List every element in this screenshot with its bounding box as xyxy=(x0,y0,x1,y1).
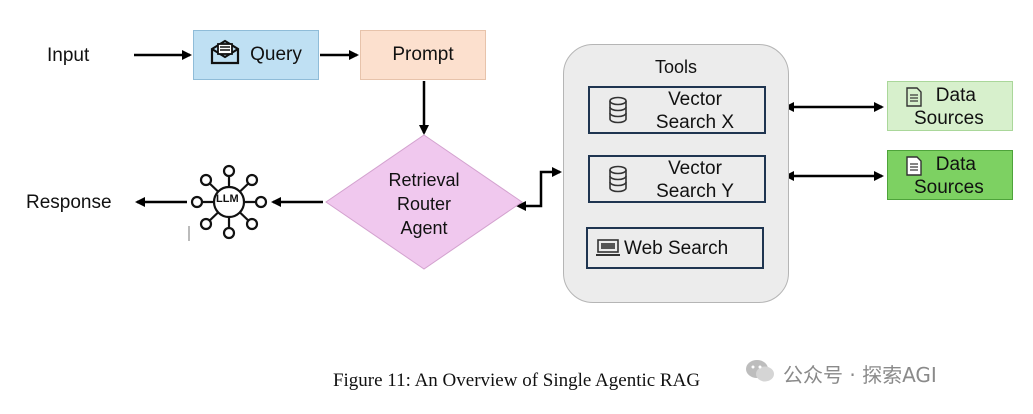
source-line: Sources xyxy=(914,177,984,198)
router-diamond xyxy=(325,134,523,270)
web-search-label: Web Search xyxy=(624,238,729,259)
tools-panel: Tools Vector Search X xyxy=(563,44,789,303)
tool-line: Vector xyxy=(668,89,722,110)
watermark: 公众号 · 探索AGI xyxy=(745,358,937,388)
web-search-tool: Web Search xyxy=(586,227,764,269)
arrow-router-tools xyxy=(516,167,562,211)
figure-caption: Figure 11: An Overview of Single Agentic… xyxy=(332,370,701,391)
source-line: Sources xyxy=(914,108,984,129)
vector-search-x: Vector Search X xyxy=(588,86,766,134)
envelope-icon xyxy=(210,39,240,71)
router-line: Retrieval xyxy=(388,170,460,190)
tool-line: Search X xyxy=(655,112,735,133)
database-icon xyxy=(608,165,628,199)
router-line: Agent xyxy=(400,218,448,238)
llm-label: LLM xyxy=(216,193,239,205)
router-label: Retrieval Router Agent xyxy=(364,168,484,240)
vector-search-y: Vector Search Y xyxy=(588,155,766,203)
document-icon xyxy=(906,87,922,113)
monitor-icon xyxy=(596,239,620,263)
prompt-box: Prompt xyxy=(360,30,486,80)
source-line: Data xyxy=(935,85,976,106)
network-icon xyxy=(190,164,268,240)
watermark-text: 公众号 · 探索AGI xyxy=(783,362,937,387)
data-source-1: Data Sources xyxy=(887,81,1013,131)
document-icon xyxy=(906,156,922,182)
database-icon xyxy=(608,96,628,130)
prompt-label: Prompt xyxy=(392,44,454,65)
query-box: Query xyxy=(193,30,319,80)
tool-line: Search Y xyxy=(656,181,734,202)
response-label: Response xyxy=(26,192,112,213)
tools-title: Tools xyxy=(654,57,698,77)
query-label: Query xyxy=(250,44,302,65)
input-label: Input xyxy=(47,45,90,66)
tool-line: Vector xyxy=(668,158,722,179)
source-line: Data xyxy=(935,154,976,175)
router-line: Router xyxy=(396,194,452,214)
data-source-2: Data Sources xyxy=(887,150,1013,200)
wechat-icon xyxy=(745,358,775,389)
